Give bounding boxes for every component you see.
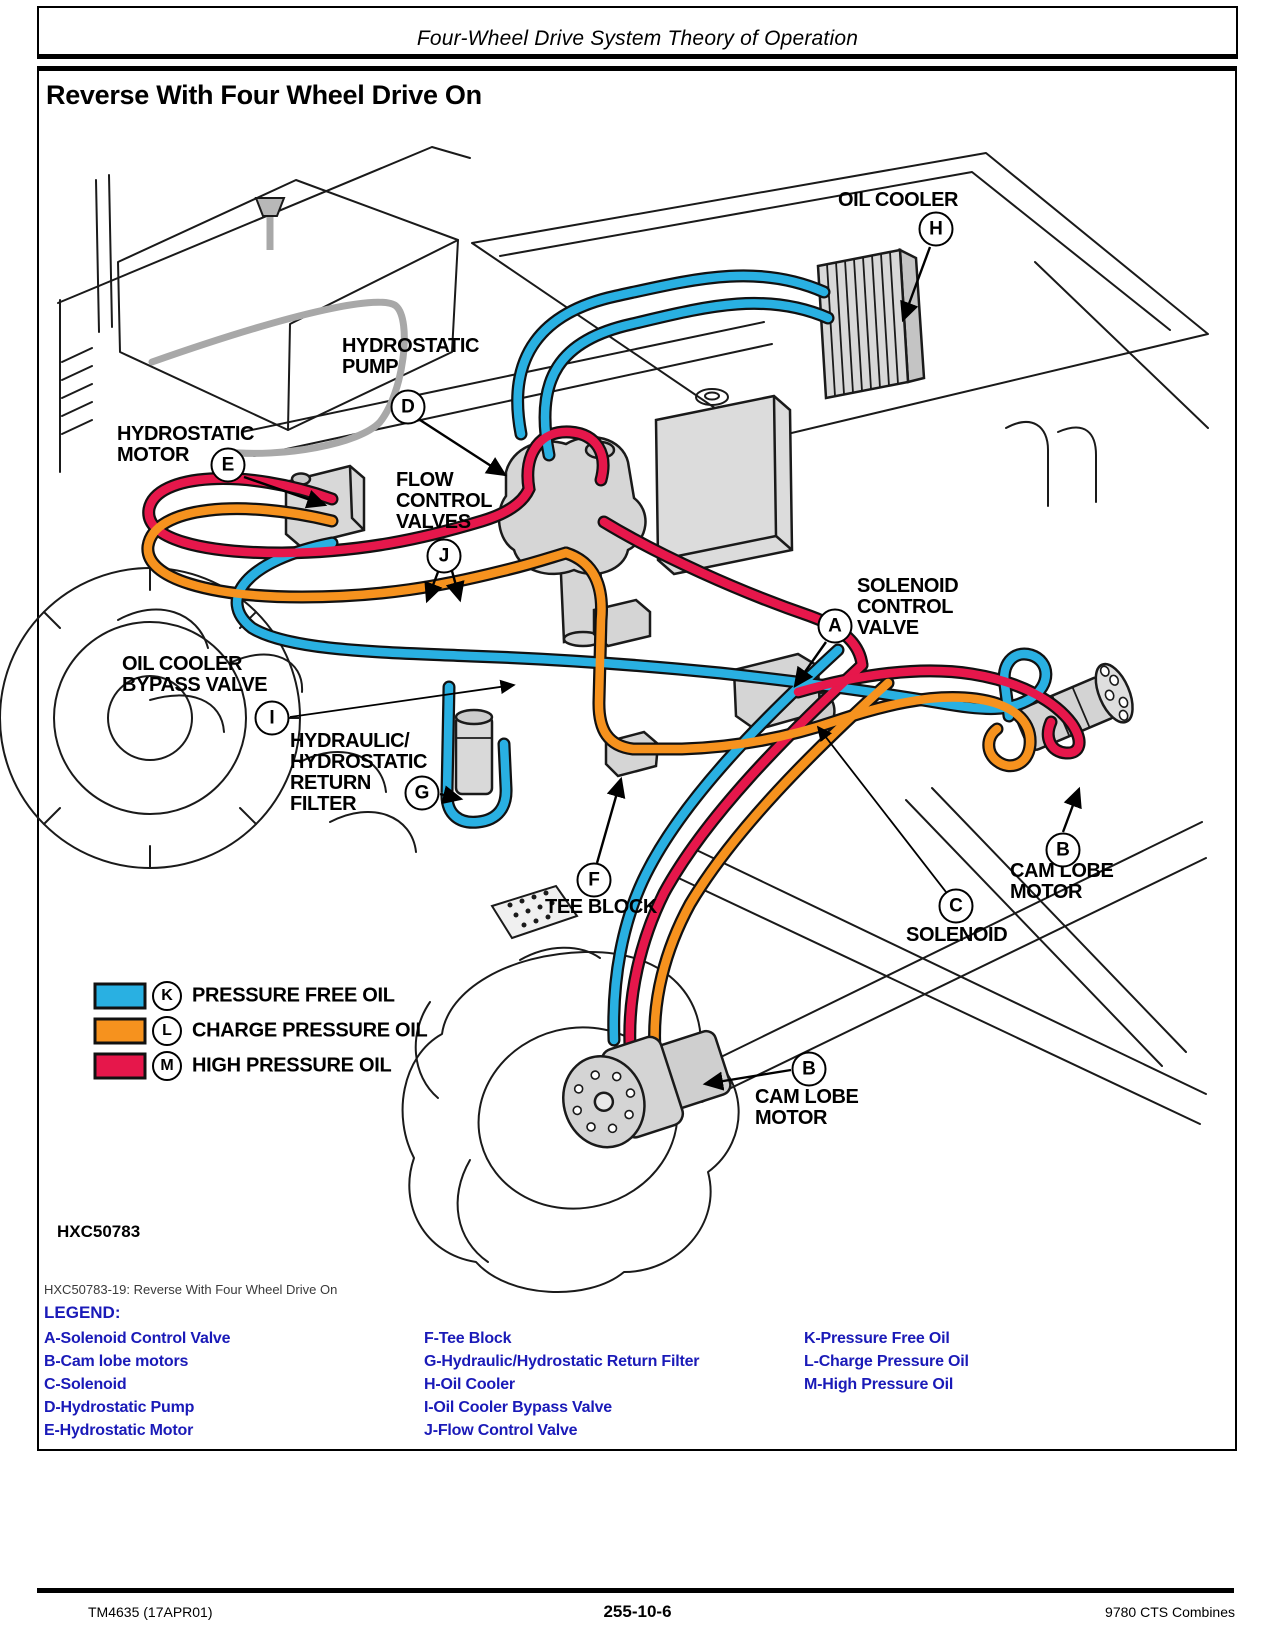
footer-page-number: 255-10-6 — [603, 1602, 672, 1621]
footer-model: 9780 CTS Combines — [1105, 1604, 1235, 1620]
legend-item: D-Hydrostatic Pump — [44, 1399, 195, 1416]
callout-a: A — [817, 608, 853, 644]
key-charge-pressure-oil: CHARGE PRESSURE OIL — [192, 1019, 428, 1042]
legend-item: B-Cam lobe motors — [44, 1353, 189, 1370]
key-pressure-free-oil: PRESSURE FREE OIL — [192, 984, 395, 1007]
label-oil-cooler: OIL COOLER — [838, 189, 959, 211]
hydraulic-reservoir — [654, 394, 794, 576]
hoses-pressure-free-oil — [232, 271, 1050, 1045]
chapter-title: Four-Wheel Drive System Theory of Operat… — [416, 27, 859, 50]
label-solenoid: SOLENOID — [906, 924, 1008, 946]
callout-c: C — [938, 888, 974, 924]
legend-heading: LEGEND: — [44, 1303, 121, 1322]
callout-d: D — [390, 389, 426, 425]
label-flow-control-valves: FLOW CONTROL VALVES — [396, 469, 493, 533]
legend-item: F-Tee Block — [424, 1330, 512, 1347]
callout-h: H — [918, 211, 954, 247]
label-hydrostatic-motor: HYDROSTATIC MOTOR — [117, 423, 255, 466]
oil-cooler-part — [816, 247, 926, 400]
pressure-free-oil-swatch — [93, 982, 147, 1010]
label-solenoid-control-valve: SOLENOID CONTROL VALVE — [857, 575, 959, 639]
combine-line-art — [0, 146, 1209, 1293]
callout-b-bottom: B — [791, 1051, 827, 1087]
legend-item: G-Hydraulic/Hydrostatic Return Filter — [424, 1353, 700, 1370]
legend-item: L-Charge Pressure Oil — [804, 1353, 969, 1370]
label-hydrostatic-pump: HYDROSTATIC PUMP — [342, 335, 480, 378]
section-title: Reverse With Four Wheel Drive On — [46, 80, 482, 110]
legend-item: K-Pressure Free Oil — [804, 1330, 950, 1347]
label-cam-lobe-motor-right: CAM LOBE MOTOR — [1010, 860, 1114, 903]
key-high-pressure-oil: HIGH PRESSURE OIL — [192, 1054, 392, 1077]
callout-f: F — [576, 862, 612, 898]
flow-control-valve-part — [592, 598, 652, 648]
callout-k: K — [152, 981, 182, 1011]
step-plate — [490, 884, 579, 940]
label-tee-block: TEE BLOCK — [545, 896, 657, 918]
legend-column-1: A-Solenoid Control Valve B-Cam lobe moto… — [44, 1327, 422, 1442]
page-header: Four-Wheel Drive System Theory of Operat… — [37, 6, 1238, 59]
footer-document-number: TM4635 (17APR01) — [88, 1604, 213, 1620]
return-filter-part — [454, 708, 494, 796]
callout-i: I — [254, 700, 290, 736]
hoses-high-pressure-oil — [144, 427, 1084, 1051]
hydrostatic-motor-part — [284, 464, 366, 548]
control-lever — [148, 197, 408, 457]
legend-item: E-Hydrostatic Motor — [44, 1422, 194, 1439]
legend-item: I-Oil Cooler Bypass Valve — [424, 1399, 612, 1416]
footer-rule — [37, 1588, 1234, 1593]
legend-column-3: K-Pressure Free Oil L-Charge Pressure Oi… — [804, 1327, 1182, 1396]
label-cam-lobe-motor-bottom: CAM LOBE MOTOR — [755, 1086, 859, 1129]
charge-pressure-oil-swatch — [93, 1017, 147, 1045]
callout-j: J — [426, 538, 462, 574]
callout-e: E — [210, 447, 246, 483]
label-oil-cooler-bypass-valve: OIL COOLER BYPASS VALVE — [122, 653, 268, 696]
callout-b-right: B — [1045, 832, 1081, 868]
figure-frame — [37, 66, 1237, 1451]
legend-item: A-Solenoid Control Valve — [44, 1330, 231, 1347]
callout-g: G — [404, 775, 440, 811]
legend-column-2: F-Tee Block G-Hydraulic/Hydrostatic Retu… — [424, 1327, 802, 1442]
oil-key-swatches — [93, 982, 147, 1080]
callout-arrows — [243, 246, 1082, 1091]
callout-m: M — [152, 1051, 182, 1081]
legend-item: J-Flow Control Valve — [424, 1422, 578, 1439]
figure-caption: HXC50783-19: Reverse With Four Wheel Dri… — [44, 1282, 338, 1297]
cam-lobe-motor-bottom-part — [561, 1029, 732, 1149]
legend-item: C-Solenoid — [44, 1376, 127, 1393]
callout-l: L — [152, 1016, 182, 1046]
figure-id: HXC50783 — [57, 1222, 141, 1241]
legend-item: M-High Pressure Oil — [804, 1376, 954, 1393]
high-pressure-oil-swatch — [93, 1052, 147, 1080]
legend-item: H-Oil Cooler — [424, 1376, 515, 1393]
label-return-filter: HYDRAULIC/ HYDROSTATIC RETURN FILTER — [290, 730, 428, 815]
